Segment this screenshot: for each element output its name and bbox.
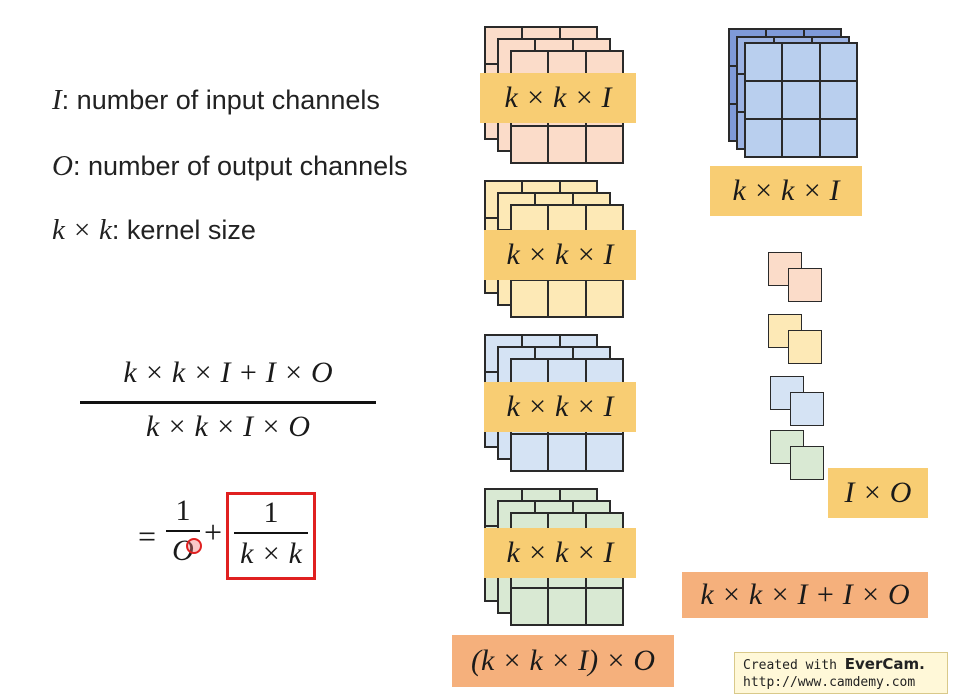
cursor-pointer-icon [186, 538, 202, 554]
pointwise-label: I × O [828, 468, 928, 518]
watermark-brand: EverCam. [844, 655, 925, 673]
depthwise-separable-total-label: k × k × I + I × O [682, 572, 928, 618]
equals-sign: = [138, 518, 157, 554]
term2-fraction-bar [234, 532, 308, 534]
pointwise-kernel [790, 446, 824, 480]
term1-numerator: 1 [175, 494, 191, 527]
term2-numerator: 1 [263, 496, 279, 529]
depthwise-label: k × k × I [710, 166, 862, 216]
symbol-O: O [52, 150, 73, 182]
plus-sign: + [204, 514, 223, 550]
pointwise-kernel [790, 392, 824, 426]
ratio-numerator: k × k × I + I × O [123, 356, 333, 389]
kernel-label: k × k × I [484, 382, 636, 432]
fraction-bar [80, 401, 376, 404]
symbol-I: I [52, 84, 62, 116]
definition-input-channels: I: number of input channels [52, 84, 380, 117]
highlight-box [226, 492, 316, 580]
ratio-denominator: k × k × I × O [145, 410, 311, 443]
kernel-label: k × k × I [484, 528, 636, 578]
definition-text: : number of input channels [61, 85, 380, 115]
definition-output-channels: O: number of output channels [52, 150, 408, 183]
definition-text: : kernel size [111, 215, 256, 245]
term2-denominator: k × k [240, 537, 302, 570]
pointwise-kernel [788, 330, 822, 364]
standard-total-label: (k × k × I) × O [452, 635, 674, 687]
kernel-label: k × k × I [484, 230, 636, 280]
term1-fraction-bar [166, 530, 200, 532]
definition-kernel-size: k × k: kernel size [52, 214, 256, 247]
symbol-kxk: k × k [52, 214, 112, 246]
watermark: Created with EverCam. http://www.camdemy… [734, 652, 948, 694]
kernel-label: k × k × I [480, 73, 636, 123]
watermark-line1: Created with EverCam. [743, 656, 939, 674]
kernel-grid [744, 42, 858, 158]
watermark-prefix: Created with [743, 658, 845, 673]
watermark-url: http://www.camdemy.com [743, 675, 916, 690]
pointwise-kernel [788, 268, 822, 302]
definition-text: : number of output channels [72, 151, 408, 181]
